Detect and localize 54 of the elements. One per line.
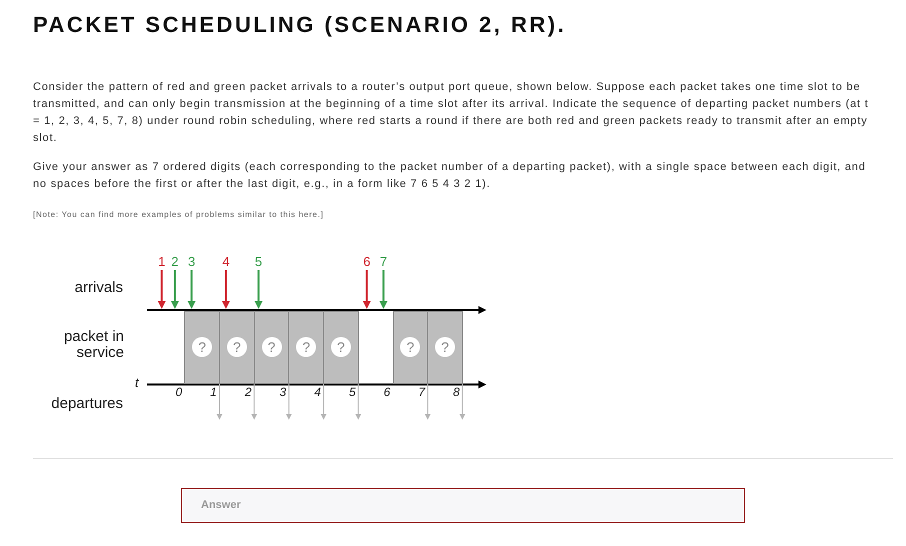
departure-arrow xyxy=(251,383,258,420)
arrival-arrow xyxy=(254,270,263,309)
service-slot xyxy=(184,311,220,384)
question-mark: ? xyxy=(262,337,282,358)
tick-label: 6 xyxy=(384,386,390,399)
question-mark: ? xyxy=(192,337,212,358)
arrival-arrow xyxy=(379,270,388,309)
answer-field: Answer xyxy=(181,488,745,523)
arrival-arrow xyxy=(222,270,230,309)
page-title: PACKET SCHEDULING (SCENARIO 2, RR). xyxy=(33,12,566,38)
question-mark: ? xyxy=(435,337,456,358)
tick-label: 4 xyxy=(314,386,321,399)
time-axis xyxy=(147,306,486,314)
packet-number: 5 xyxy=(254,255,262,269)
question-text: Consider the pattern of red and green packet arrivals to a router’s output port queue, shown below. Suppose each packet takes one time slot to be transmitted, and can only begin transmission at the beginning of a time slot after its arrival. Indicate the sequence of departing packet numbers (at t = 1, 2, 3, 4, 5, 7, 8) under round robin scheduling, where red starts a round if there are both red and green packets ready to transmit after an empty slot. xyxy=(33,80,870,146)
answer-instructions: Give your answer as 7 ordered digits (each corresponding to the packet number of a departing packet), with a single space between each digit, and no spaces before the first or after the last digit, e.g., in a form like 7 6 5 4 3 2 1). xyxy=(33,160,867,192)
question-mark: ? xyxy=(296,337,316,358)
packet-number: 6 xyxy=(363,255,370,269)
service-slot xyxy=(392,311,428,384)
departure-arrow xyxy=(216,383,222,420)
question-mark: ? xyxy=(400,337,420,358)
tick-label: 7 xyxy=(418,386,426,399)
tick-label: 3 xyxy=(280,386,286,399)
arrival-arrow xyxy=(188,270,196,309)
tick-label: 8 xyxy=(453,386,460,399)
tick-label: 5 xyxy=(348,386,356,399)
departure-arrow xyxy=(459,383,466,420)
question-mark: ? xyxy=(226,337,247,358)
departure-arrow xyxy=(355,383,362,420)
row-label: packet in service xyxy=(62,329,124,361)
packet-number: 1 xyxy=(158,255,166,269)
service-slot xyxy=(219,311,255,384)
note-text: [Note: You can find more examples of problems similar to this here.] xyxy=(33,210,324,220)
service-slot xyxy=(427,311,463,384)
arrival-arrow xyxy=(170,270,179,309)
question-mark: ? xyxy=(330,337,351,358)
tick-label: 0 xyxy=(175,386,182,399)
tick-label: 2 xyxy=(244,386,252,399)
arrival-arrow xyxy=(158,270,166,309)
tick-label: 1 xyxy=(210,386,217,399)
service-slot xyxy=(323,311,359,384)
row-label: departures xyxy=(51,395,123,412)
axis-label: t xyxy=(135,376,139,390)
departure-arrow xyxy=(320,383,327,420)
service-slot xyxy=(254,311,290,384)
packet-number: 3 xyxy=(188,255,196,269)
packet-number: 2 xyxy=(171,255,179,269)
row-label: arrivals xyxy=(74,279,123,296)
packet-number: 4 xyxy=(222,255,230,269)
service-slot xyxy=(288,311,324,384)
departure-arrow xyxy=(424,383,431,420)
packet-number: 7 xyxy=(380,255,388,269)
arrival-arrow xyxy=(362,270,371,309)
departure-arrow xyxy=(286,383,292,420)
